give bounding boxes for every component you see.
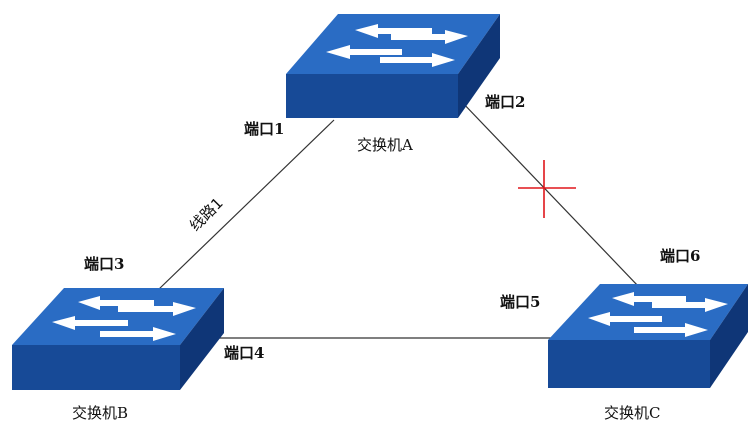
link-a-c xyxy=(459,99,641,289)
port-4-label: 端口4 xyxy=(224,344,265,362)
switch-c-label: 交换机C xyxy=(604,404,661,422)
switch-c-icon xyxy=(548,284,748,388)
switch-b-icon xyxy=(12,288,224,390)
switch-a-icon xyxy=(286,14,500,118)
link-a-b xyxy=(157,119,335,291)
port-1-label: 端口1 xyxy=(244,120,285,138)
port-6-label: 端口6 xyxy=(660,247,701,265)
port-5-label: 端口5 xyxy=(500,293,541,311)
switch-b-label: 交换机B xyxy=(72,404,129,422)
port-3-label: 端口3 xyxy=(84,255,125,273)
port-2-label: 端口2 xyxy=(485,93,526,111)
switch-a-label: 交换机A xyxy=(357,136,413,154)
blocked-port-marker xyxy=(518,160,576,218)
